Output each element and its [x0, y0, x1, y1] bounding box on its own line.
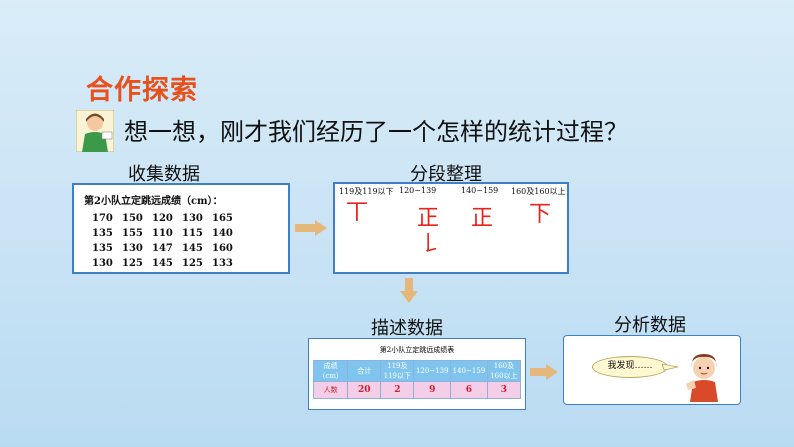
data-cell: 135: [92, 228, 113, 239]
table-header-cell: 合计: [347, 360, 382, 382]
data-cell: 155: [122, 228, 143, 239]
data-cell: 150: [122, 213, 143, 224]
collect-data-box: 第2小队立定跳远成绩（cm）： 170 150 120 130 165 135 155 11…: [72, 183, 290, 274]
data-row: 130 125 145 125 133: [84, 256, 278, 271]
table-header-cell: 160及160以上: [486, 360, 522, 382]
data-cell: 130: [92, 258, 113, 269]
range-headers: 119及119以下 120~139 140~159 160及160以上: [339, 186, 571, 197]
data-cell: 165: [212, 213, 233, 224]
table-header-cell: 119及119以下: [380, 360, 415, 382]
data-cell: 145: [152, 258, 173, 269]
speech-bubble: 我发现……: [592, 356, 668, 378]
question-text: 想一想，刚才我们经历了一个怎样的统计过程？: [124, 118, 628, 146]
tally-mark: 下: [529, 202, 552, 227]
table-header-cell: 成绩（cm）: [312, 360, 349, 382]
arrow-down-icon: [400, 291, 418, 303]
tally-mark: 正: [471, 206, 494, 231]
arrow-right-icon: [315, 220, 327, 236]
table-header-row: 成绩（cm） 合计 119及119以下 120~139 140~159 160及…: [312, 360, 522, 382]
arrow-shaft: [530, 368, 546, 376]
step-organize-label: 分段整理: [410, 164, 482, 185]
data-cell: 135: [92, 243, 113, 254]
range-label: 160及160以上: [511, 187, 566, 196]
stats-table: 成绩（cm） 合计 119及119以下 120~139 140~159 160及…: [312, 360, 522, 399]
data-cell: 140: [212, 228, 233, 239]
data-row: 135 155 110 115 140: [84, 226, 278, 241]
data-cell: 160: [212, 243, 233, 254]
step-analyze-label: 分析数据: [614, 315, 686, 336]
step-describe-label: 描述数据: [371, 318, 443, 339]
student-girl-icon: [686, 354, 718, 402]
table-caption: 第2小队立定跳远成绩表: [379, 346, 455, 354]
data-row: 135 130 147 145 160: [84, 241, 278, 256]
range-label: 119及119以下: [339, 187, 394, 196]
data-cell: 130: [182, 213, 203, 224]
collect-heading: 第2小队立定跳远成绩（cm）：: [84, 196, 223, 207]
data-cell: 125: [122, 258, 143, 269]
data-cell: 110: [152, 228, 173, 239]
step-collect-label: 收集数据: [128, 164, 200, 185]
tally-mark: 正: [417, 206, 440, 231]
arrow-shaft: [405, 278, 413, 292]
table-header-cell: 120~139: [413, 360, 452, 382]
data-cell: 133: [212, 258, 233, 269]
data-cell: 147: [152, 243, 173, 254]
analyze-data-box: 我发现……: [563, 335, 741, 405]
table-row-label: 人数: [312, 381, 349, 399]
table-cell: 20: [347, 381, 382, 399]
page-title: 合作探索: [86, 75, 198, 106]
table-cell: 9: [413, 381, 452, 399]
range-label: 120~139: [399, 186, 437, 195]
describe-data-box: 第2小队立定跳远成绩表 成绩（cm） 合计 119及119以下 120~139 …: [308, 338, 526, 410]
arrow-shaft: [295, 224, 315, 232]
table-row: 人数 20 2 9 6 3: [312, 381, 522, 399]
table-cell: 2: [380, 381, 415, 399]
data-row: 170 150 120 130 165: [84, 211, 278, 226]
data-cell: 115: [182, 228, 203, 239]
organize-data-box: 119及119以下 120~139 140~159 160及160以上 丅 正 …: [333, 182, 569, 274]
table-header-cell: 140~159: [450, 360, 488, 382]
table-cell: 3: [486, 381, 522, 399]
table-cell: 6: [450, 381, 488, 399]
data-cell: 130: [122, 243, 143, 254]
arrow-right-icon: [546, 364, 558, 380]
teacher-avatar-icon: [76, 110, 114, 152]
data-cell: 145: [182, 243, 203, 254]
tally-mark: 丅: [346, 200, 369, 225]
bubble-tail-icon: [662, 363, 678, 371]
tally-mark: 𠄌: [419, 232, 442, 257]
data-cell: 120: [152, 213, 173, 224]
data-cell: 170: [92, 213, 113, 224]
range-label: 140~159: [461, 186, 499, 195]
data-cell: 125: [182, 258, 203, 269]
